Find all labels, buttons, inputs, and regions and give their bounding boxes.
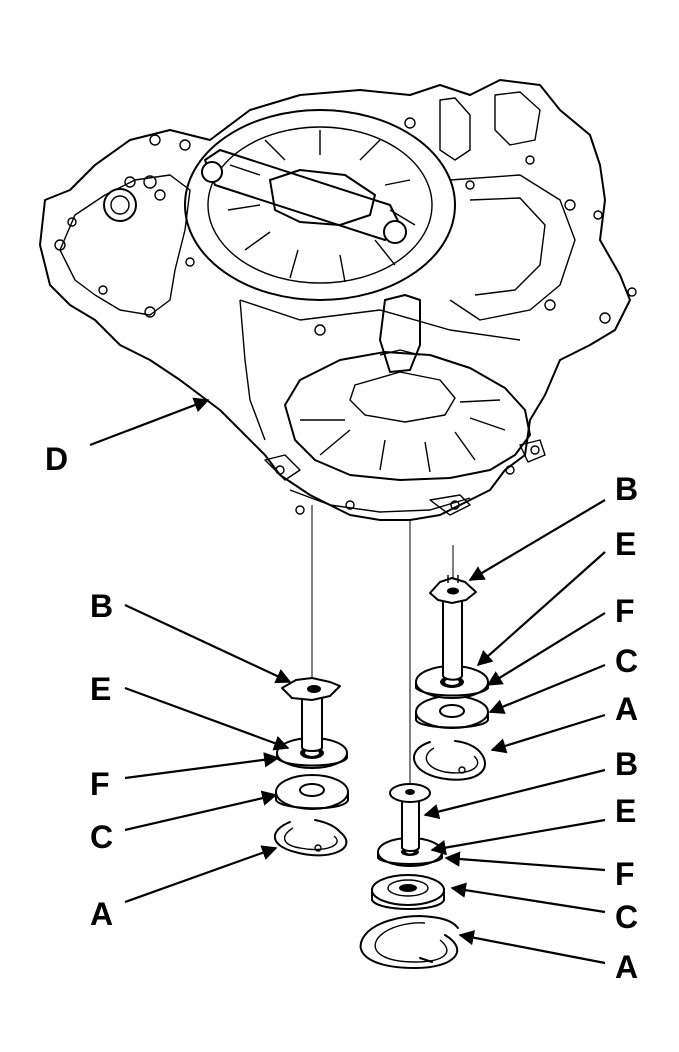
- callout-e-lower: E: [615, 793, 636, 829]
- callout-a-upper: A: [615, 691, 638, 727]
- snap-ring-left: [273, 819, 348, 857]
- shaft-b-left: [301, 694, 323, 752]
- leader-lines: [89, 397, 606, 965]
- right-upper-shift-assembly: [413, 575, 489, 781]
- callout-c-lower: C: [615, 899, 638, 935]
- callout-a-lower: A: [615, 949, 638, 985]
- callout-f-lower: F: [615, 856, 635, 892]
- callout-b-upper: B: [615, 471, 638, 507]
- transmission-housing: [39, 79, 637, 521]
- callout-labels: D B E F C A B E F C A B E F C A: [45, 441, 638, 985]
- left-shift-assembly: [273, 677, 349, 857]
- callout-d: D: [45, 441, 68, 477]
- callout-b-left: B: [90, 588, 113, 624]
- callout-c-left: C: [90, 819, 113, 855]
- shaft-b-lower: [401, 799, 420, 852]
- callout-a-left: A: [90, 896, 113, 932]
- callout-b-lower: B: [615, 746, 638, 782]
- callout-e-left: E: [90, 671, 111, 707]
- callout-f-left: F: [90, 766, 110, 802]
- shaft-b-upper: [442, 599, 463, 681]
- callout-c-upper: C: [615, 643, 638, 679]
- right-lower-shift-assembly: [359, 783, 459, 969]
- snap-ring-lower: [359, 915, 459, 969]
- callout-f-upper: F: [615, 593, 635, 629]
- snap-ring-upper: [413, 740, 486, 781]
- callout-e-upper: E: [615, 526, 636, 562]
